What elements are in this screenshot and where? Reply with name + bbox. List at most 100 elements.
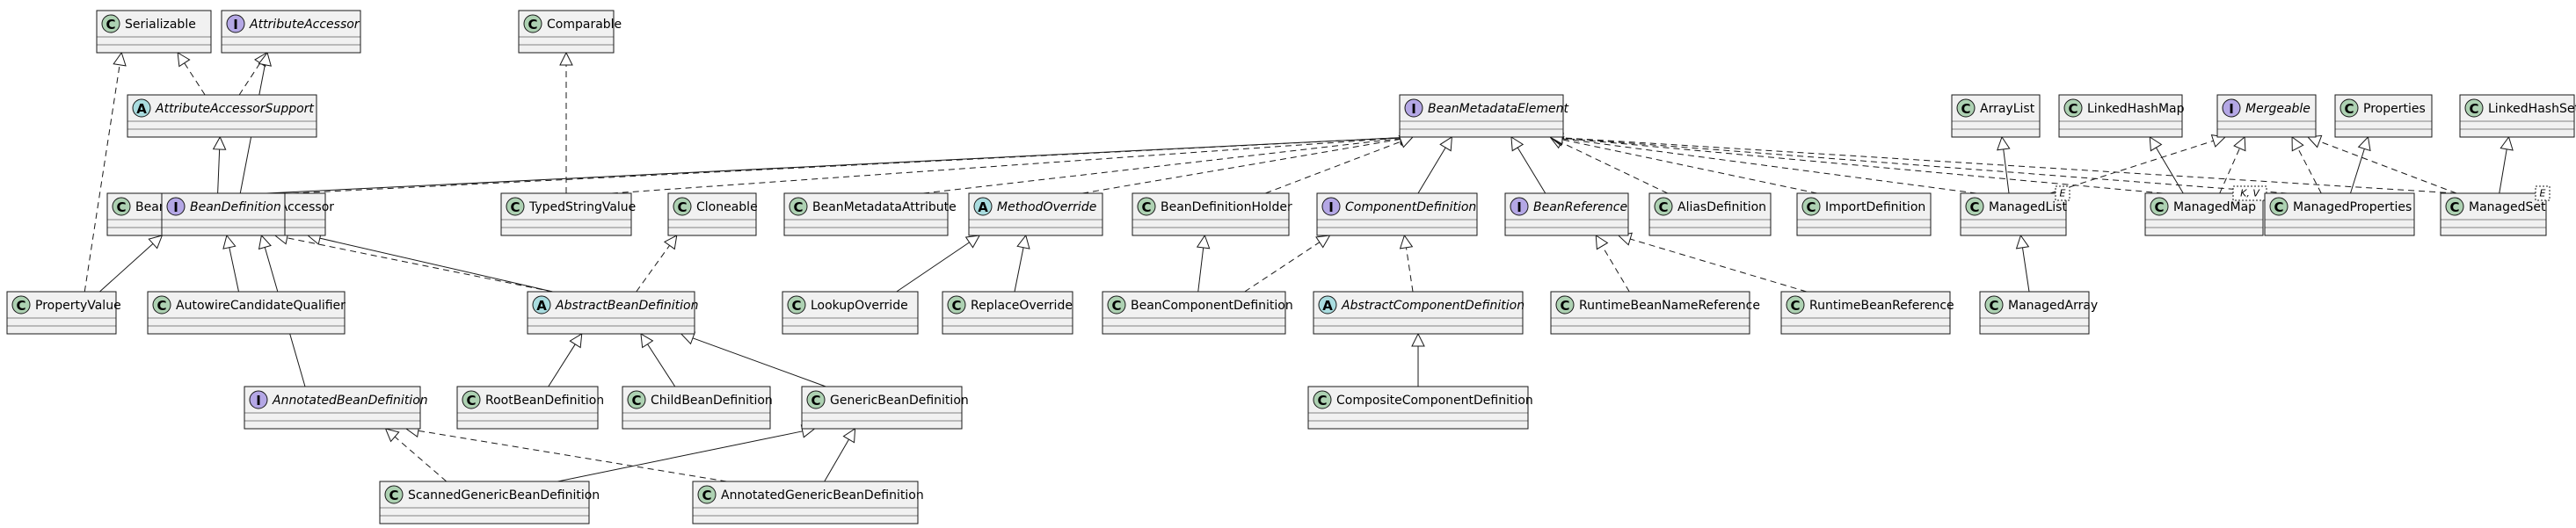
class-box-lookup-override[interactable]: C LookupOverride — [782, 291, 919, 335]
edge-runtime-bean-reference-implements-bean-reference — [1617, 232, 1807, 293]
edge-method-override-implements-bean-metadata-element — [1082, 132, 1414, 194]
class-badge-icon: C — [2063, 98, 2083, 118]
interface-badge-icon: I — [2222, 98, 2241, 118]
inheritance-arrowhead — [1016, 234, 1030, 250]
class-name: AbstractComponentDefinition — [1341, 299, 1524, 313]
badge-letter: I — [1411, 101, 1416, 117]
edge-managed-map-implements-bean-metadata-element — [1549, 131, 2164, 194]
edge-alias-definition-implements-bean-metadata-element — [1549, 136, 1668, 194]
class-badge-icon: C — [787, 295, 806, 315]
edge-typed-string-value-implements-bean-metadata-element — [611, 131, 1414, 194]
class-name: LookupOverride — [811, 299, 908, 313]
class-name: ChildBeanDefinition — [651, 394, 773, 408]
badge-letter: C — [156, 298, 166, 314]
badge-letter: C — [1658, 199, 1668, 215]
class-badge-icon: C — [523, 14, 542, 33]
class-name: AttributeAccessorSupport — [155, 102, 314, 116]
edge-property-value-implements-serializable — [84, 51, 127, 293]
inheritance-arrowhead — [1997, 135, 2011, 151]
class-box-child-bean-definition[interactable]: C ChildBeanDefinition — [622, 386, 773, 430]
class-name: BeanDefinitionHolder — [1161, 200, 1292, 214]
edge-managed-list-extends-array-list — [1997, 135, 2011, 194]
abstract-class-badge-icon: A — [1318, 295, 1337, 315]
edge-abstract-bean-definition-extends-bean-metadata-attribute-accessor — [307, 231, 553, 293]
edge-typed-string-value-implements-comparable — [559, 51, 573, 193]
interface-badge-icon: I — [1510, 197, 1529, 216]
inheritance-arrowhead — [2357, 135, 2371, 152]
class-name: AbstractBeanDefinition — [555, 299, 698, 313]
edge-managed-set-extends-linked-hash-set — [2499, 135, 2514, 194]
class-box-abstract-component-definition[interactable]: A AbstractComponentDefinition — [1313, 291, 1524, 335]
badge-letter: C — [631, 393, 641, 409]
interface-badge-icon: I — [1404, 98, 1423, 118]
badge-letter: I — [1328, 199, 1334, 215]
interface-badge-icon: I — [166, 197, 186, 216]
inheritance-arrowhead — [2233, 135, 2246, 152]
badge-letter: C — [702, 488, 711, 503]
edge-scanned-generic-bean-definition-implements-annotated-bean-definition — [384, 428, 448, 482]
badge-letter: C — [793, 199, 803, 215]
badge-letter: A — [136, 101, 147, 117]
class-name: ManagedMap — [2173, 200, 2256, 214]
edge-composite-component-definition-extends-abstract-component-definition — [1411, 332, 1425, 387]
badge-letter: C — [1317, 393, 1327, 409]
edge-managed-properties-implements-bean-metadata-element — [1549, 131, 2288, 194]
class-name: ReplaceOverride — [971, 299, 1073, 313]
edge-child-bean-definition-extends-abstract-bean-definition — [640, 333, 676, 387]
class-name: BeanReference — [1533, 200, 1627, 214]
badge-letter: C — [1806, 199, 1816, 215]
class-badge-icon: C — [462, 390, 481, 409]
class-name: PropertyValue — [35, 299, 121, 313]
badge-letter: C — [2068, 101, 2078, 117]
edge-bean-metadata-attribute-implements-bean-metadata-element — [923, 131, 1414, 194]
edge-bean-definition-extends-bean-metadata-element — [266, 130, 1414, 194]
inheritance-arrowhead — [2149, 136, 2163, 152]
generic-type-label: K, V — [2240, 188, 2260, 199]
class-box-bean-reference[interactable]: I BeanReference — [1504, 192, 1629, 236]
relationship-edges — [84, 51, 2514, 482]
class-box-attribute-accessor-support[interactable]: A AttributeAccessorSupport — [127, 94, 317, 138]
generic-type-label: E — [2540, 188, 2546, 199]
class-name: RuntimeBeanNameReference — [1579, 299, 1760, 313]
badge-letter: C — [2469, 101, 2478, 117]
edge-managed-map-extends-linked-hash-map — [2149, 136, 2184, 194]
class-badge-icon: C — [627, 390, 646, 409]
